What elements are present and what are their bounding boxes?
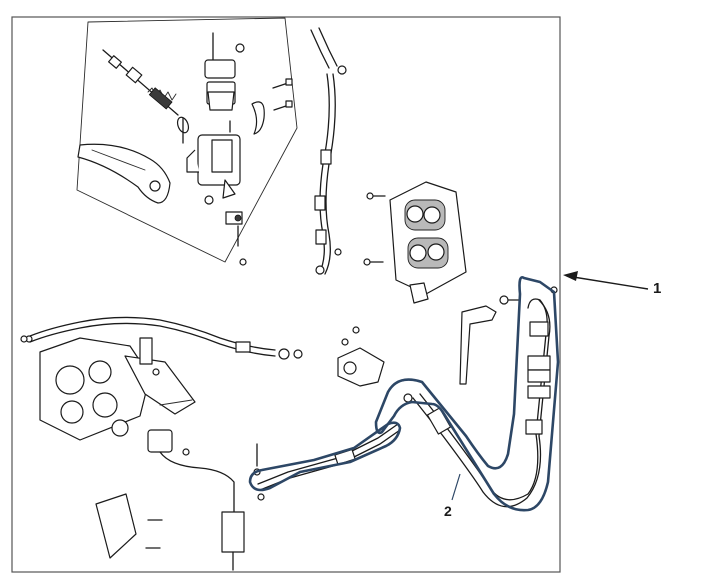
rear-upper-hose (20, 316, 303, 365)
rear-caliper (39, 337, 196, 441)
junction-bracket (337, 326, 385, 387)
brake-lever (77, 143, 171, 204)
leader-line-2 (451, 473, 461, 501)
arrow-right-icon (563, 271, 649, 290)
front-caliper (363, 181, 467, 304)
piston-assembly (102, 49, 190, 144)
brake-switch (204, 195, 247, 266)
screws-right (251, 78, 293, 135)
upper-brake-hose (310, 27, 347, 275)
diagram-frame (11, 16, 561, 573)
rear-master-cylinder (95, 429, 245, 571)
brake-pipe-assembly (253, 286, 558, 508)
reservoir (186, 32, 245, 199)
master-cylinder-inset (76, 17, 298, 266)
callout-label-2: 2 (444, 503, 452, 519)
callout-label-1: 1 (653, 280, 662, 297)
highlight-outline-lower (248, 421, 402, 492)
